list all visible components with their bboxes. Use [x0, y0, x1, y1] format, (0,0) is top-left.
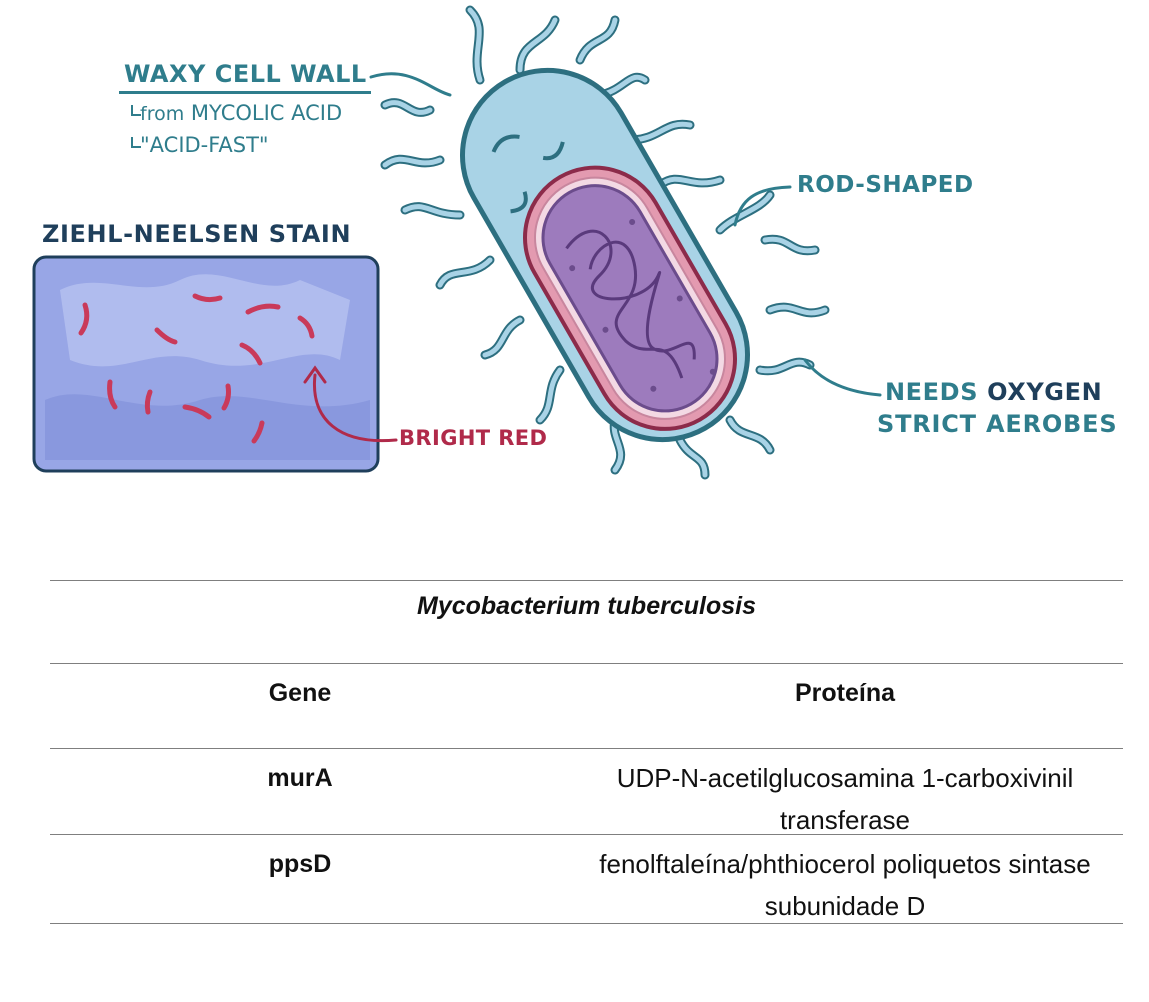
protein-cell: fenolftaleína/phthiocerol poliquetos sin… [580, 843, 1110, 927]
gene-protein-table: Mycobacterium tuberculosis Gene Proteína… [50, 580, 1123, 924]
protein-line: transferase [779, 805, 911, 835]
bright-red-label: BRIGHT RED [399, 426, 548, 450]
cell-body [460, 67, 750, 443]
protein-line: UDP-N-acetilglucosamina 1-carboxivinil [616, 763, 1074, 793]
waxy-cell-wall-label: WAXY CELL WALL [124, 60, 367, 88]
table-caption: Mycobacterium tuberculosis [50, 580, 1123, 663]
stained-rods [78, 293, 315, 444]
bacterium-illustration [32, 5, 882, 480]
bacterium-diagram: WAXY CELL WALL from MYCOLIC ACID "ACID-F… [0, 0, 1149, 500]
protein-line: fenolftaleína/phthiocerol poliquetos sin… [599, 849, 1091, 879]
mycolic-prefix: from [140, 103, 185, 125]
leader-lines [303, 72, 882, 443]
needs-oxygen-label: NEEDS OXYGEN [885, 378, 1102, 406]
stain-title: ZIEHL-NEELSEN STAIN [42, 220, 352, 248]
needs-text: NEEDS [885, 378, 979, 406]
header-protein: Proteína [794, 679, 896, 707]
rod-shaped-label: ROD-SHAPED [797, 172, 974, 198]
mycolic-acid-text: MYCOLIC ACID [190, 101, 343, 125]
protein-line: subunidade D [764, 891, 926, 921]
header-gene: Gene [268, 679, 332, 707]
table-row: ppsD fenolftaleína/phthiocerol poliqueto… [50, 834, 1123, 924]
protein-cell: UDP-N-acetilglucosamina 1-carboxivinil t… [580, 757, 1110, 841]
gene-cell: ppsD [268, 850, 332, 878]
strict-aerobes-label: STRICT AEROBES [877, 410, 1118, 438]
acid-fast-note: "ACID-FAST" [140, 133, 269, 157]
gene-cell: murA [267, 764, 333, 792]
table-header-row: Gene Proteína [50, 663, 1123, 748]
waxy-cell-wall-underline [119, 91, 371, 94]
mycolic-acid-note: from MYCOLIC ACID [140, 101, 342, 125]
oxygen-text: OXYGEN [987, 378, 1103, 406]
sub-bullet-icon [131, 105, 141, 116]
ziehl-neelsen-stain-panel [32, 255, 380, 473]
sub-bullet-icon [131, 137, 141, 148]
table-row: murA UDP-N-acetilglucosamina 1-carboxivi… [50, 748, 1123, 835]
